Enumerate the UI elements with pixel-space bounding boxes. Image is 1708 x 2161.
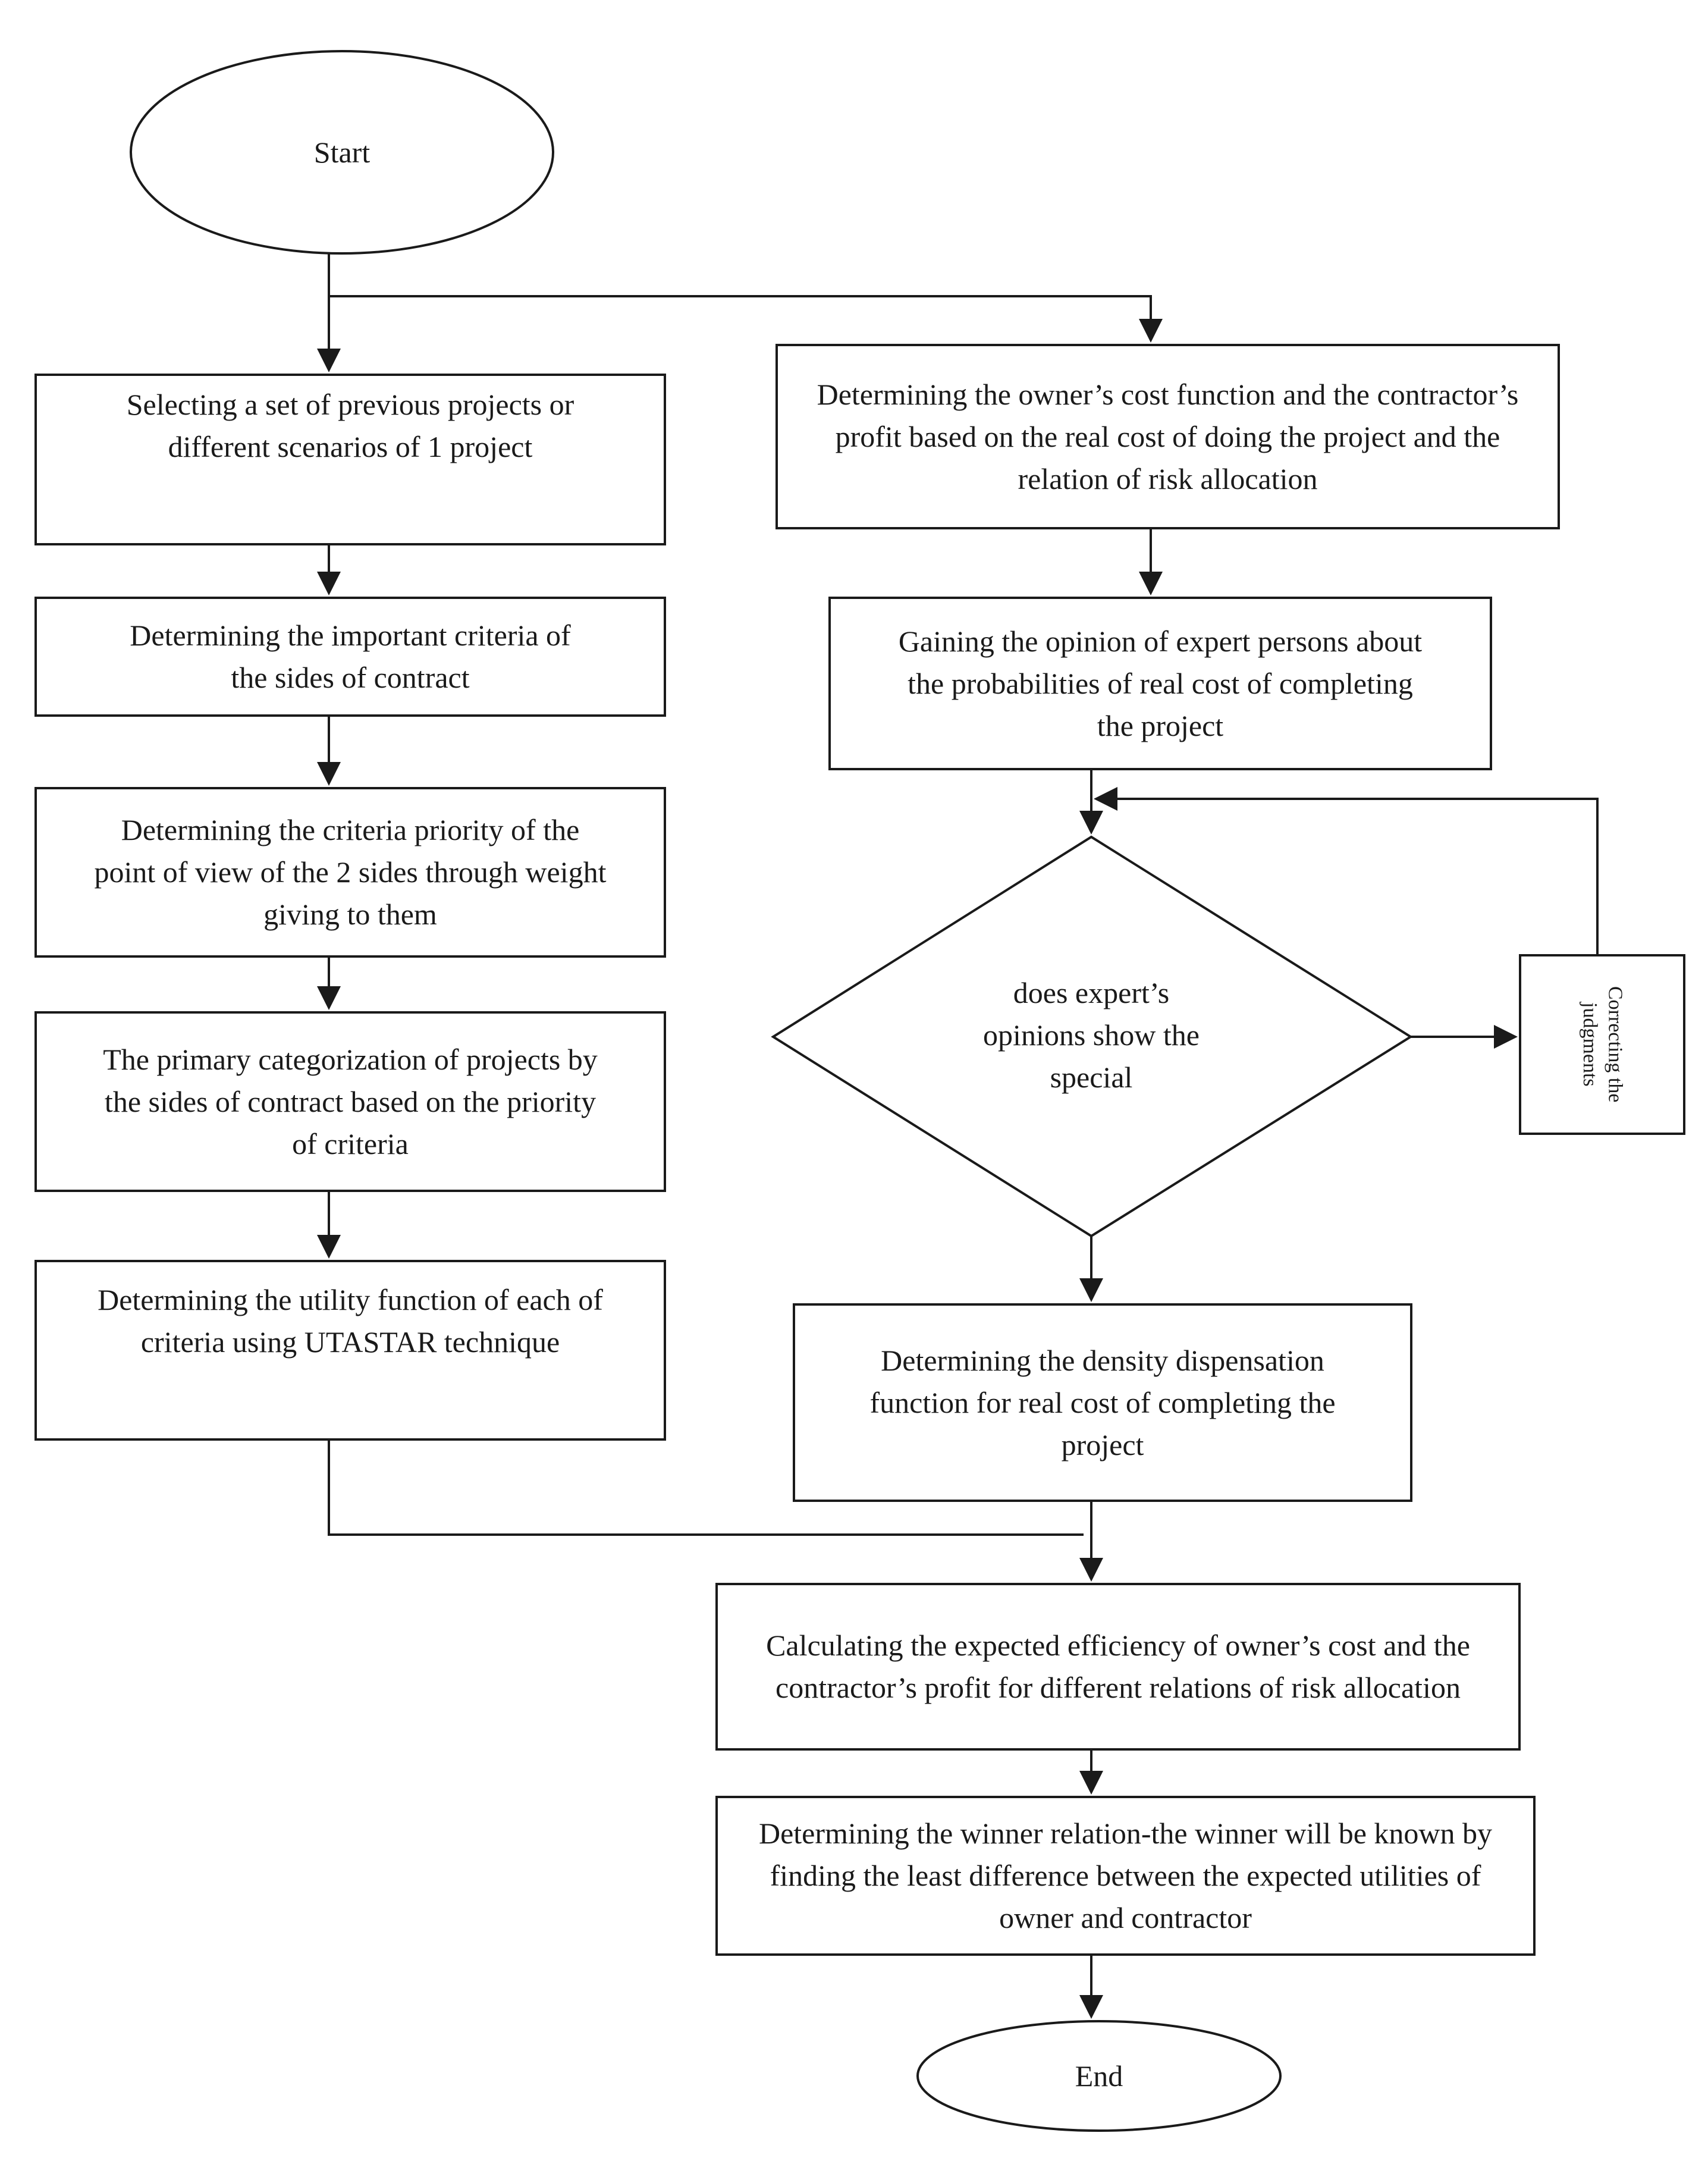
start-label: Start <box>313 135 371 169</box>
density-function-box <box>793 1303 1412 1502</box>
criteria-priority-box <box>34 787 666 958</box>
winner-relation-label: Determining the winner relation-the winn… <box>758 1817 1492 1934</box>
expert-opinion-label: Gaining the opinion of expert persons ab… <box>898 624 1423 742</box>
utility-function-label: Determining the utility function of each… <box>98 1283 603 1359</box>
expected-efficiency-label: Calculating the expected efficiency of o… <box>766 1629 1470 1704</box>
cost-function-box <box>775 344 1560 529</box>
start-terminal <box>130 50 554 255</box>
density-function-label: Determining the density dispensation fun… <box>869 1343 1336 1461</box>
end-terminal <box>916 2020 1282 2132</box>
utility-function-box <box>34 1260 666 1441</box>
decision-label: does expert’s opinions show the special <box>983 976 1200 1094</box>
select-projects-label: Selecting a set of previous projects or … <box>126 388 574 463</box>
important-criteria-box <box>34 597 666 717</box>
end-label: End <box>1075 2059 1123 2093</box>
expert-opinion-box <box>828 597 1492 770</box>
winner-relation-box <box>715 1796 1536 1956</box>
expected-efficiency-box <box>715 1583 1521 1751</box>
correcting-box <box>1519 954 1685 1135</box>
select-projects-box <box>34 374 666 545</box>
criteria-priority-label: Determining the criteria priority of the… <box>94 813 607 931</box>
cost-function-label: Determining the owner’s cost function an… <box>817 377 1519 495</box>
primary-categorization-label: The primary categorization of projects b… <box>103 1042 598 1161</box>
primary-categorization-box <box>34 1011 666 1192</box>
connector-to-cost-function <box>329 295 1163 343</box>
important-criteria-label: Determining the important criteria of th… <box>130 619 571 694</box>
connector-correcting-loop-back <box>1094 787 1599 955</box>
connector-utility-to-merge <box>328 1439 1084 1536</box>
correcting-label: Correcting the judgments <box>1579 986 1627 1103</box>
